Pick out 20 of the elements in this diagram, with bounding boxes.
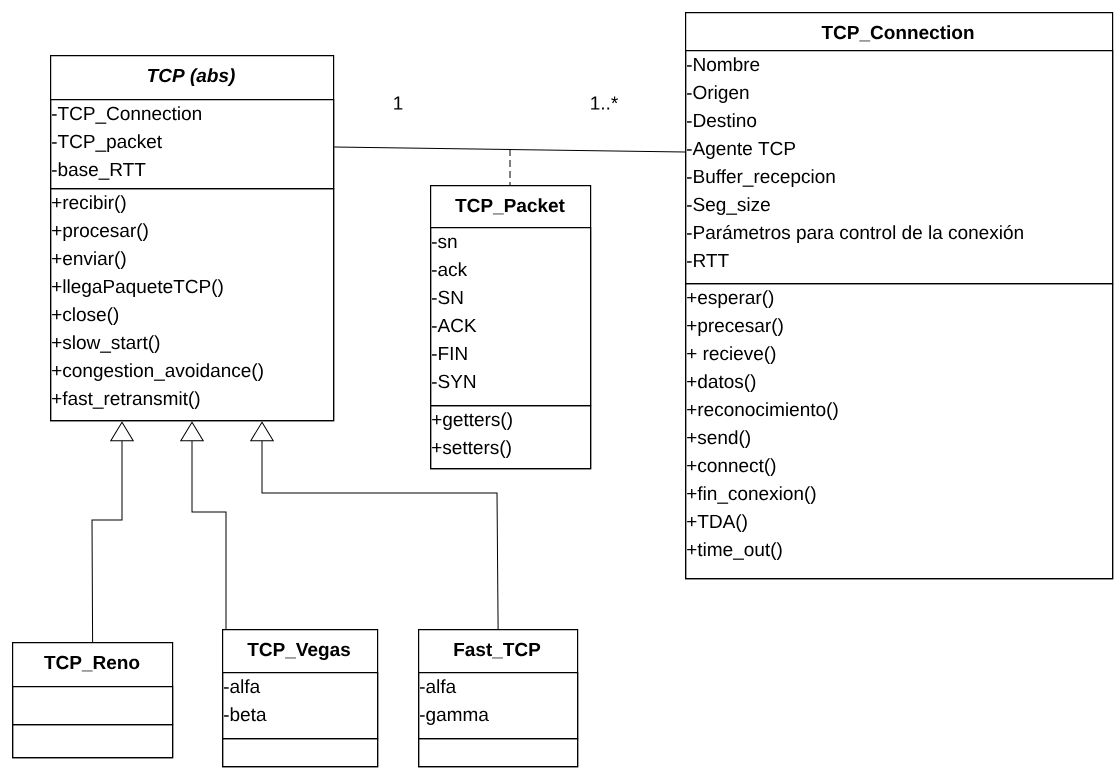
association-line (333, 146, 686, 153)
generalization-arrow (91, 421, 134, 643)
class-compartment: -alfa -gamma (418, 672, 579, 740)
class-compartment: +recibir() +procesar() +enviar() +llegaPaqueteTCP() +close() +slow_start() +congestion_avoidance() +fast_retransmit() (50, 188, 335, 422)
multiplicity-label: 1 (394, 96, 403, 110)
dashed-line (509, 148, 511, 186)
class-compartment: -alfa -beta (222, 672, 379, 740)
empty-compartment (418, 738, 579, 768)
class-compartment: -TCP_Connection -TCP_packet -base_RTT (50, 99, 335, 190)
class-compartment: -sn -ack -SN -ACK -FIN -SYN (430, 227, 592, 407)
multiplicity-label: 1..* (591, 96, 618, 110)
class-compartment: +esperar() +precesar() + recieve() +datos() +reconocimiento() +send() +connect() +fin_conexion() +TDA() +time_out() (685, 283, 1114, 580)
generalization-arrow (250, 421, 499, 630)
empty-compartment (222, 738, 379, 768)
class-compartment: +getters() +setters() (430, 405, 592, 470)
class-compartment: -Nombre -Origen -Destino -Agente TCP -Buffer_recepcion -Seg_size -Parámetros para control de la conexión -RTT (685, 50, 1114, 285)
class-box: TCP_Reno (12, 642, 174, 759)
empty-compartment (12, 686, 174, 726)
empty-compartment (12, 724, 174, 759)
generalization-arrow (180, 421, 227, 630)
